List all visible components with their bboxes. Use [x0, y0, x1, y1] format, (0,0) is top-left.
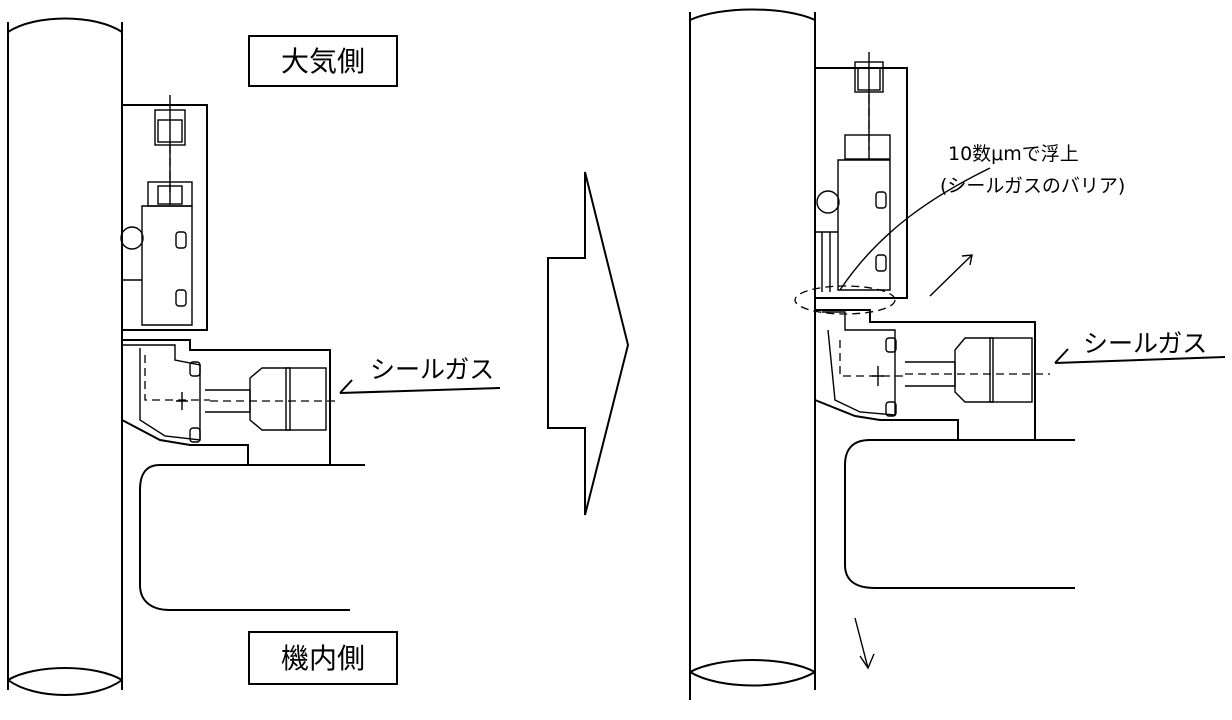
left-drawing: シールガス 大気側 機内側 [7, 17, 501, 696]
left-lower-housing [121, 339, 340, 466]
right-seal-gas-arrow [1054, 348, 1226, 364]
left-inner-chamber [139, 464, 365, 611]
seal-gas-label-left: シールガス [370, 355, 494, 384]
right-lower-housing [814, 309, 1050, 441]
atmosphere-side-label: 大気側 [281, 45, 365, 78]
machine-inside-label: 機内側 [281, 642, 365, 675]
right-upper-housing [814, 52, 908, 299]
right-arrow-icon [547, 171, 630, 516]
float-leader-line [839, 167, 991, 291]
seal-gas-label-right: シールガス [1083, 329, 1207, 358]
float-annotation-line2: (シールガスのバリア) [940, 175, 1125, 197]
float-annotation-line1: 10数μmで浮上 [948, 143, 1079, 165]
right-drawing: 10数μmで浮上 (シールガスのバリア) シールガス [689, 8, 1226, 700]
left-upper-housing [120, 95, 208, 331]
machine-inside-box: 機内側 [248, 631, 398, 685]
atmosphere-side-box: 大気側 [248, 35, 398, 87]
left-seal-gas-arrow [339, 379, 501, 394]
left-shaft [7, 17, 123, 696]
right-shaft [689, 8, 816, 700]
arrow-down-icon [854, 617, 875, 670]
right-inner-chamber [844, 439, 1075, 589]
arrow-up-right-icon [929, 254, 973, 297]
